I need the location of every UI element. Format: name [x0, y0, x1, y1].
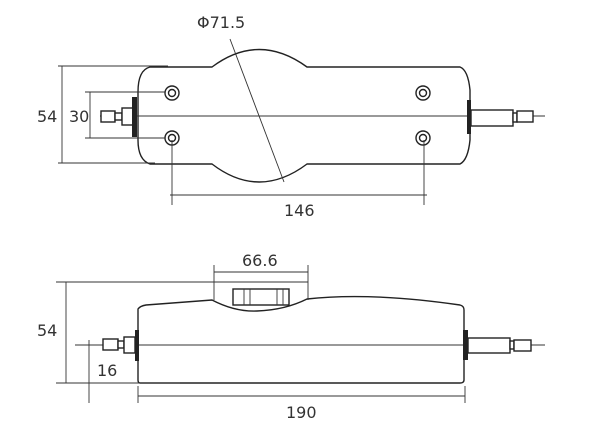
side-view: 66.6 54 16 190	[37, 251, 545, 422]
diameter-dimension: Φ71.5	[197, 13, 245, 32]
top-height-dimension: 54	[37, 107, 57, 126]
length-dimension: 190	[286, 403, 317, 422]
axis-height-dimension: 16	[97, 361, 117, 380]
display-width-dimension: 66.6	[242, 251, 278, 270]
side-right-connector	[463, 330, 532, 360]
display-window	[232, 288, 290, 306]
top-view: Φ71.5 54 30 146	[37, 13, 545, 220]
side-left-connector	[102, 330, 139, 361]
side-body-outline	[137, 295, 465, 384]
side-height-dimension: 54	[37, 321, 57, 340]
hole-vertical-dimension: 30	[69, 107, 89, 126]
top-right-connector	[467, 100, 534, 134]
top-left-connector	[100, 97, 137, 137]
hole-horizontal-dimension: 146	[284, 201, 315, 220]
